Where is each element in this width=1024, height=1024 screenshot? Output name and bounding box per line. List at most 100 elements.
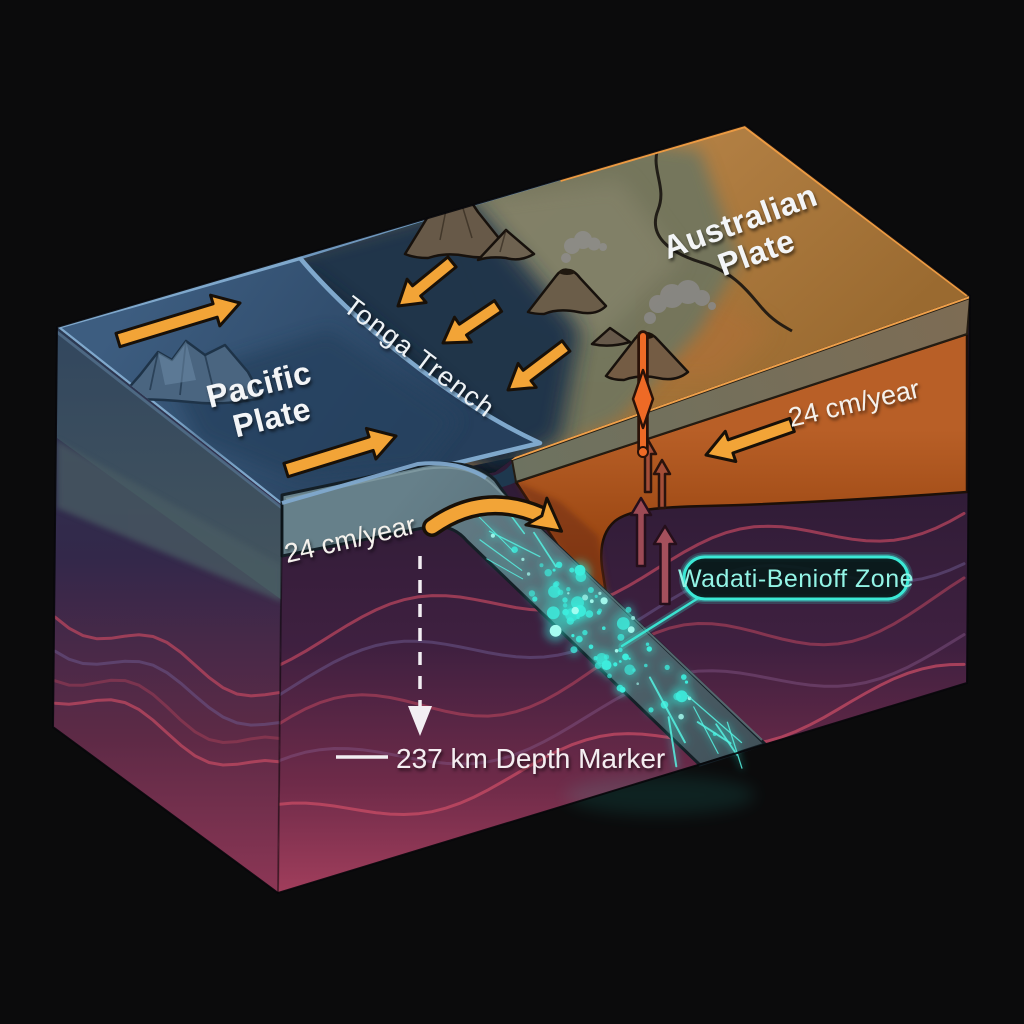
earthquake-hypocenter-dot (664, 664, 670, 671)
earthquake-hypocenter-dot (684, 680, 689, 684)
hill (476, 228, 536, 262)
mantle-contour-line (53, 649, 281, 727)
earthquake-hypocenter-dot (587, 587, 594, 593)
callout-leader-line (620, 595, 702, 648)
coastline (653, 142, 793, 333)
earthquake-hypocenter-dot (546, 606, 560, 620)
front-corner-edge (277, 504, 283, 894)
plate-motion-arrow-icon (396, 255, 458, 308)
earthquake-streak (533, 531, 557, 568)
pacific-motion-arrows (114, 293, 398, 479)
earthquake-hypocenter-dot (598, 591, 602, 596)
earthquake-hypocenter-dot (636, 682, 639, 685)
earthquake-hypocenter-dot (631, 616, 636, 620)
earthquake-hypocenter-dot (600, 597, 608, 605)
slab-tip-glow (565, 775, 755, 815)
wadati-benioff-zone-label: Wadati-Benioff Zone (678, 565, 914, 593)
earthquake-hypocenter-dot (594, 594, 598, 599)
island-mountain-icon (116, 339, 264, 405)
earthquake-hypocenter-dot (585, 610, 594, 618)
earthquake-hypocenter-dot (575, 571, 587, 583)
earthquake-hypocenter-dot (646, 646, 652, 652)
plate-motion-arrow-icon (282, 426, 398, 479)
earthquake-hypocenter-dot (597, 608, 603, 613)
conduit-flare (631, 368, 655, 430)
depth-marker (336, 556, 432, 759)
earthquake-hypocenter-dot (627, 626, 635, 633)
earthquake-hypocenter-dot (624, 664, 635, 676)
conduit-bulb (637, 446, 649, 458)
top-surface (57, 125, 970, 505)
plate-motion-arrow-icon (441, 299, 504, 345)
earthquake-hypocenter-dot (614, 649, 619, 653)
left-face-mantle-contours (53, 615, 281, 767)
islet (590, 326, 632, 347)
earthquake-streak (648, 676, 686, 744)
earthquake-hypocenter-dot (619, 686, 626, 693)
mantle-contour-line (278, 662, 966, 817)
earthquake-hypocenter-dot (678, 713, 684, 720)
block-outline (51, 123, 972, 895)
earthquake-hypocenter-dot (594, 662, 602, 669)
earthquake-hypocenter-dot (622, 653, 629, 661)
subduction-curved-arrow (422, 495, 564, 537)
earthquake-streak (693, 706, 719, 755)
earthquake-hypocenter-dot (617, 633, 625, 641)
magma-rise-arrow-icon (629, 496, 653, 568)
earthquake-hypocenter-dot (613, 662, 618, 667)
earthquake-hypocenter-dot (681, 674, 687, 680)
earthquake-hypocenter-dot (526, 572, 531, 576)
earthquake-hypocenter-dot (548, 585, 561, 598)
earthquake-streak (687, 695, 743, 744)
earthquake-hypocenter-dot (632, 668, 636, 672)
earthquake-hypocenter-dot (567, 592, 570, 595)
volcano-crater (559, 269, 575, 275)
earthquake-hypocenter-dot (644, 663, 648, 668)
earthquake-hypocenter-dot (582, 594, 589, 601)
earthquake-hypocenter-dot (571, 634, 575, 638)
magma-conduit (631, 330, 655, 458)
earthquake-hypocenter-dot (562, 603, 568, 608)
plate-motion-arrow-icon (506, 339, 572, 392)
smoke-plume-icon (644, 280, 716, 324)
earthquake-hypocenter-dot (675, 690, 688, 703)
earthquake-streak (479, 539, 523, 571)
earthquake-hypocenter-dot (557, 589, 564, 596)
volcano (526, 231, 608, 316)
plate-bevel-edge (281, 461, 488, 505)
earthquake-hypocenter-dot (552, 568, 556, 572)
australian-motion-arrow-group (704, 416, 796, 463)
earthquake-hypocenter-dot (618, 647, 623, 653)
earthquake-hypocenter-dot (625, 606, 632, 613)
mantle-contour-line (53, 615, 281, 698)
earthquake-hypocenter-dot (582, 629, 588, 636)
earthquake-hypocenter-dot (569, 567, 575, 573)
earthquake-hypocenter-dot (648, 707, 654, 713)
earthquake-hypocenter-dot (490, 533, 495, 538)
earthquake-cluster (466, 504, 743, 769)
earthquake-hypocenter-dot (555, 561, 563, 568)
trench-water-band (250, 200, 580, 470)
earthquake-hypocenter-dot (628, 657, 631, 660)
hill-ridge (499, 229, 507, 253)
earthquake-hypocenter-dot (571, 606, 579, 615)
earthquake-hypocenter-dot (552, 582, 559, 588)
callout-box (682, 555, 910, 601)
mantle-contour-line (53, 698, 281, 767)
magma-rise-arrow-icon (652, 458, 672, 510)
earthquake-streak (486, 558, 524, 580)
trenchward-motion-arrows (396, 255, 572, 392)
earthquake-hypocenter-dot (562, 597, 568, 603)
front-cross-section-face (278, 296, 970, 893)
plate-motion-arrow-icon (114, 293, 242, 349)
earthquake-streak (715, 723, 738, 756)
earthquake-hypocenter-dot (539, 563, 544, 568)
earthquake-hypocenter-dot (607, 673, 612, 679)
earthquake-hypocenter-dot (528, 590, 536, 597)
mantle-contour-line (278, 633, 966, 766)
front-face-mantle-contours (278, 511, 966, 817)
wadati-benioff-zone-callout: Wadati-Benioff Zone (618, 552, 914, 650)
depth-marker-label: 237 km Depth Marker (396, 743, 665, 774)
left-face-lithosphere-band (57, 330, 282, 600)
